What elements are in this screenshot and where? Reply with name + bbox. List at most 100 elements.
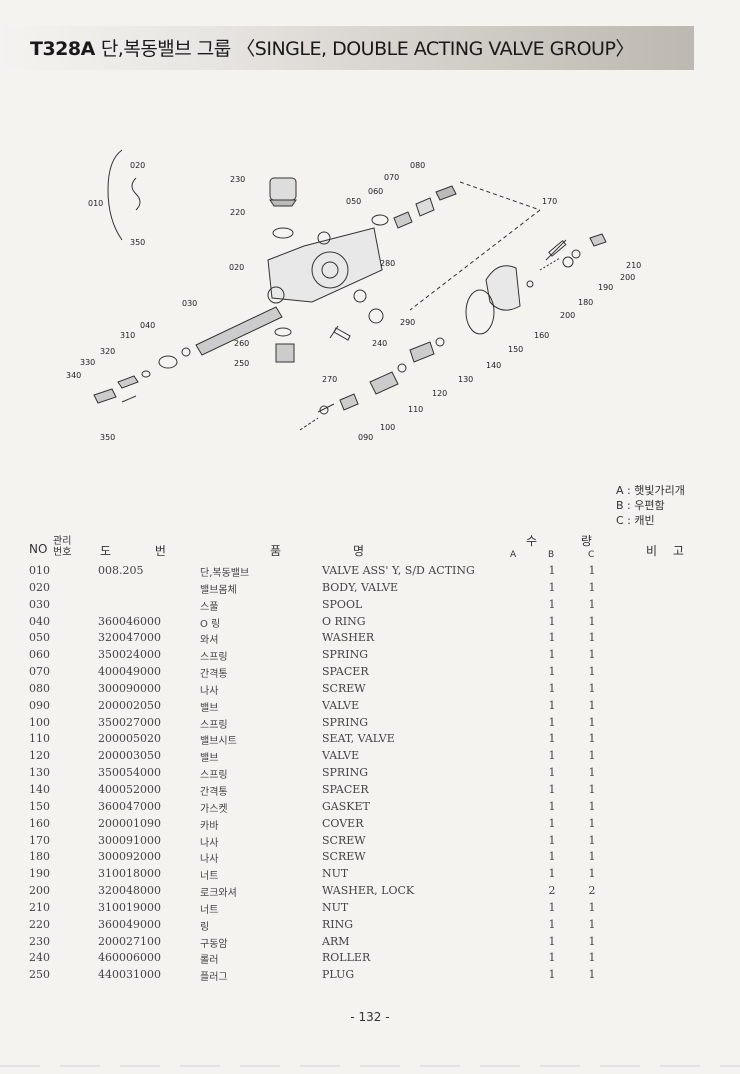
row-qty-b: 1 bbox=[548, 951, 556, 965]
row-part-number: 200002050 bbox=[98, 698, 161, 712]
svg-text:250: 250 bbox=[234, 359, 249, 368]
row-korean-name: 밸브몸체 bbox=[200, 584, 237, 596]
svg-text:200: 200 bbox=[560, 311, 575, 320]
row-english-name: ARM bbox=[322, 934, 350, 948]
row-korean-name: 밸브 bbox=[200, 753, 219, 765]
row-korean-name: 링 bbox=[200, 921, 210, 933]
row-english-name: SPACER bbox=[322, 665, 369, 679]
row-part-number: 200027100 bbox=[98, 934, 161, 948]
row-qty-c: 1 bbox=[588, 816, 596, 830]
row-korean-name: 단,복동밸브 bbox=[200, 568, 250, 579]
row-qty-c: 1 bbox=[588, 799, 596, 813]
row-no: 030 bbox=[29, 597, 50, 611]
row-english-name: COVER bbox=[322, 816, 364, 830]
row-part-number: 360049000 bbox=[98, 917, 161, 931]
row-korean-name: 너트 bbox=[200, 904, 219, 916]
row-part-number: 320048000 bbox=[98, 884, 161, 898]
row-part-number: 400049000 bbox=[98, 665, 161, 679]
row-korean-name: 카바 bbox=[200, 820, 219, 832]
row-qty-c: 1 bbox=[588, 631, 596, 645]
row-no: 250 bbox=[29, 968, 50, 982]
row-korean-name: 나사 bbox=[200, 837, 219, 849]
row-part-number: 440031000 bbox=[98, 968, 161, 982]
row-english-name: VALVE bbox=[322, 698, 360, 712]
row-qty-c: 1 bbox=[588, 614, 596, 628]
row-no: 100 bbox=[29, 715, 50, 729]
row-qty-c: 1 bbox=[588, 766, 596, 780]
row-qty-c: 1 bbox=[588, 597, 596, 611]
row-qty-c: 1 bbox=[588, 951, 596, 965]
row-qty-b: 1 bbox=[548, 648, 556, 662]
row-qty-b: 1 bbox=[548, 850, 556, 864]
row-english-name: NUT bbox=[322, 867, 349, 881]
row-no: 010 bbox=[29, 564, 50, 577]
svg-text:010: 010 bbox=[88, 199, 103, 208]
svg-text:200: 200 bbox=[620, 273, 635, 282]
exploded-valve-diagram: 020 010 350 230 220 020 030 040 310 320 … bbox=[66, 149, 641, 442]
svg-text:030: 030 bbox=[182, 299, 197, 308]
row-no: 050 bbox=[29, 631, 50, 645]
row-part-number: 310018000 bbox=[98, 867, 161, 881]
svg-text:220: 220 bbox=[230, 208, 245, 217]
row-korean-name: 로크와셔 bbox=[200, 888, 237, 900]
row-part-number: 400052000 bbox=[98, 782, 161, 796]
row-korean-name: 나사 bbox=[200, 854, 219, 866]
row-no: 170 bbox=[29, 833, 50, 847]
row-no: 140 bbox=[29, 782, 50, 796]
row-no: 190 bbox=[29, 867, 50, 881]
row-qty-b: 1 bbox=[548, 782, 556, 796]
svg-text:330: 330 bbox=[80, 358, 95, 367]
row-part-number: 360047000 bbox=[98, 799, 161, 813]
svg-text:090: 090 bbox=[358, 433, 373, 442]
row-english-name: SPRING bbox=[322, 715, 368, 729]
svg-text:130: 130 bbox=[458, 375, 473, 384]
row-korean-name: 스프링 bbox=[200, 770, 228, 782]
row-english-name: O RING bbox=[322, 614, 366, 628]
row-english-name: SPOOL bbox=[322, 597, 363, 611]
row-no: 130 bbox=[29, 766, 50, 780]
header-mgmt: 관리 번호 bbox=[53, 536, 72, 558]
row-qty-c: 1 bbox=[588, 867, 596, 881]
row-qty-b: 1 bbox=[548, 631, 556, 645]
row-english-name: SCREW bbox=[322, 850, 366, 864]
svg-text:290: 290 bbox=[400, 318, 415, 327]
row-part-number: 008.205 bbox=[98, 564, 144, 577]
row-qty-c: 1 bbox=[588, 917, 596, 931]
row-part-number: 200001090 bbox=[98, 816, 161, 830]
svg-text:100: 100 bbox=[380, 423, 395, 432]
svg-text:280: 280 bbox=[380, 259, 395, 268]
svg-text:120: 120 bbox=[432, 389, 447, 398]
table-header: NO 관리 번호 도 번 품 명 수 량 A B C 비 고 bbox=[0, 530, 740, 566]
callout-labels: 020 010 350 230 220 020 030 040 310 320 … bbox=[66, 161, 641, 442]
svg-text:140: 140 bbox=[486, 361, 501, 370]
row-qty-b: 1 bbox=[548, 614, 556, 628]
row-qty-b: 1 bbox=[548, 900, 556, 914]
row-qty-c: 1 bbox=[588, 749, 596, 763]
row-qty-c: 1 bbox=[588, 934, 596, 948]
row-qty-c: 1 bbox=[588, 782, 596, 796]
row-english-name: ROLLER bbox=[322, 951, 371, 965]
row-qty-b: 1 bbox=[548, 597, 556, 611]
row-korean-name: 플러그 bbox=[200, 972, 228, 984]
row-part-number: 300090000 bbox=[98, 681, 161, 695]
svg-text:070: 070 bbox=[384, 173, 399, 182]
row-qty-c: 1 bbox=[588, 833, 596, 847]
row-korean-name: 너트 bbox=[200, 871, 219, 883]
svg-text:160: 160 bbox=[534, 331, 549, 340]
row-english-name: NUT bbox=[322, 900, 349, 914]
row-part-number: 310019000 bbox=[98, 900, 161, 914]
